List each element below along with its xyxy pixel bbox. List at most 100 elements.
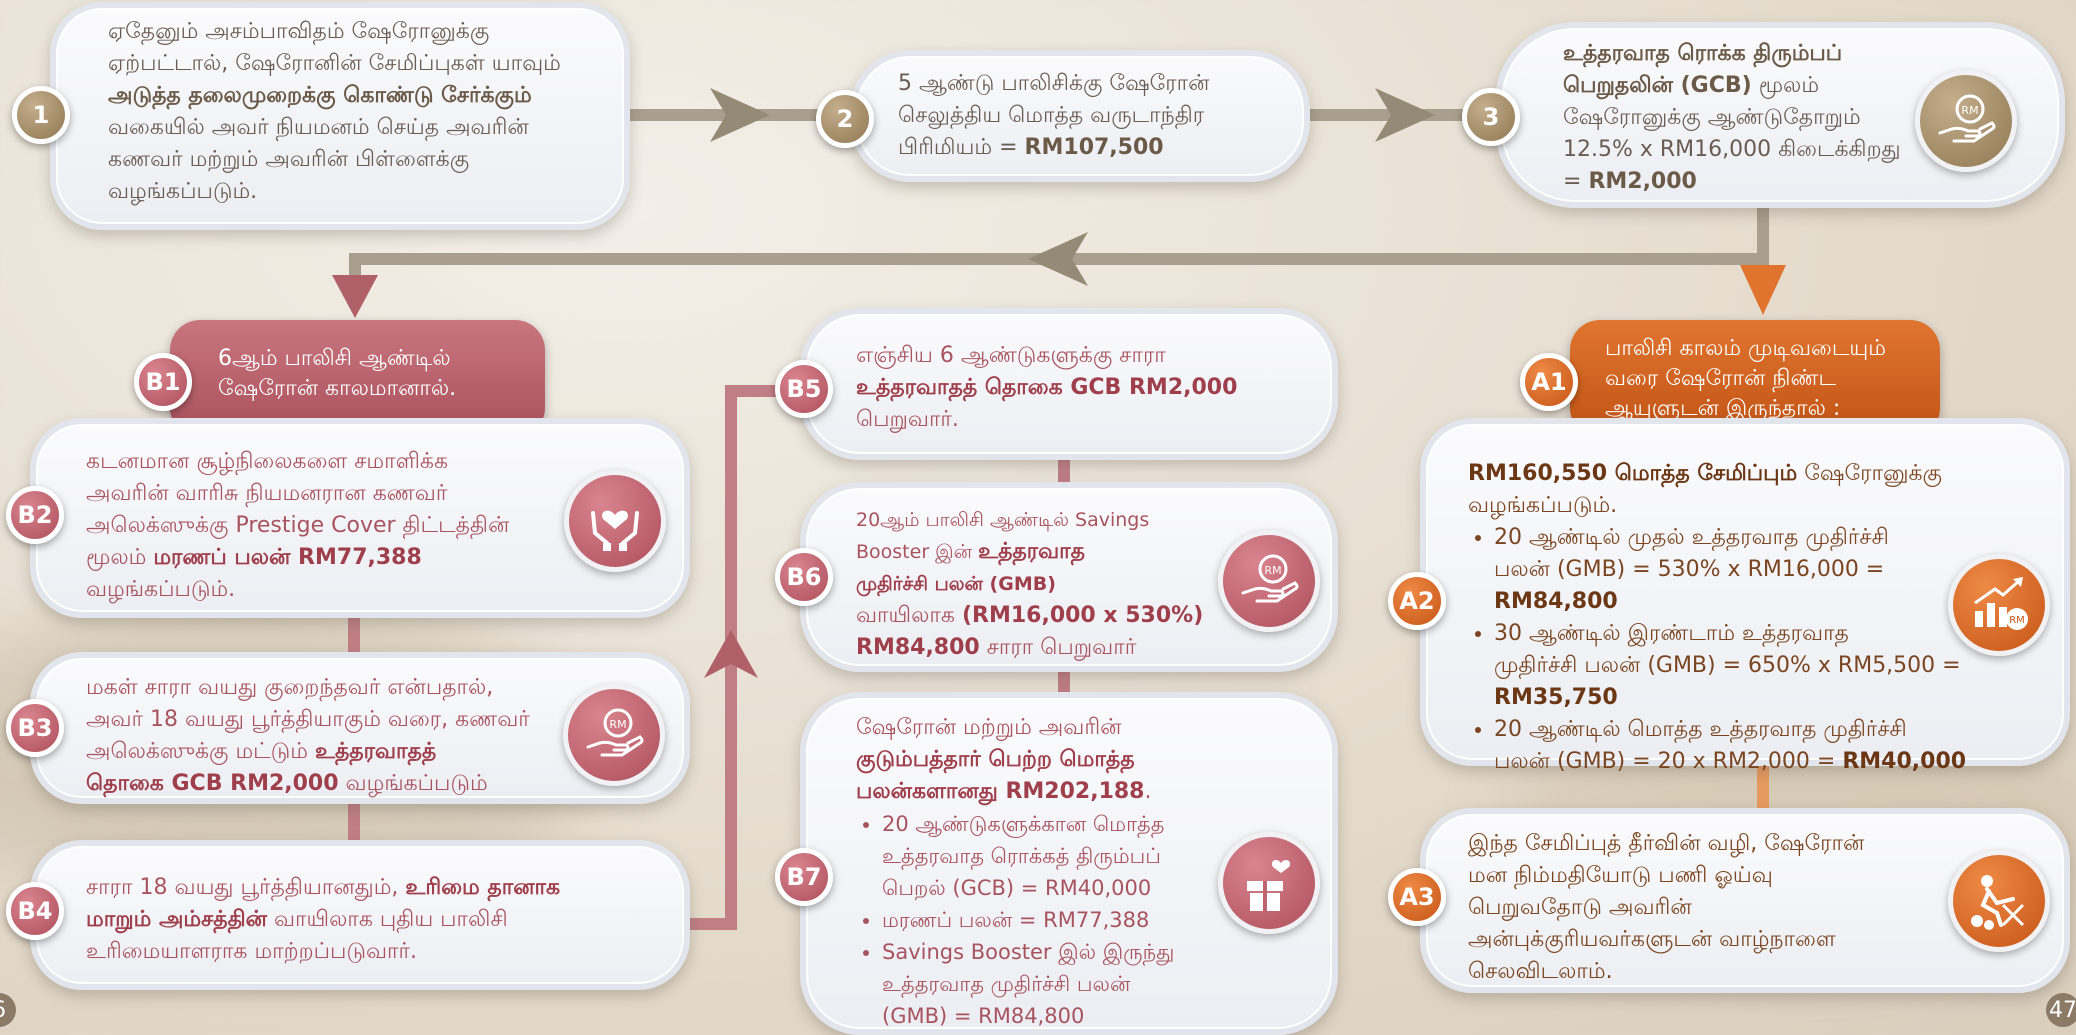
a3-line: செலவிடலாம். [1468, 959, 1613, 984]
b6-line: வாயிலாக [856, 603, 962, 628]
step1-line: வழங்கப்படும். [108, 179, 258, 204]
b4-line: வாயிலாக புதிய பாலிசி [266, 907, 508, 932]
heart-hands-icon [564, 470, 666, 572]
b4-highlight: மாறும் அம்சத்தின் [86, 907, 267, 932]
a1-line: ஆயுளுடன் இருந்தால் : [1605, 396, 1841, 421]
a2-item: 20 ஆண்டில் மொத்த உத்தரவாத முதிர்ச்சிபலன்… [1494, 714, 1988, 778]
b3-line: வழங்கப்படும் [338, 771, 488, 796]
a3-badge: A3 [1388, 868, 1446, 926]
page-number-right: 47 [2046, 993, 2076, 1027]
arrow-left [1028, 232, 1088, 286]
b5-line: பெறுவார். [856, 407, 959, 432]
step3-highlight: உத்தரவாத ரொக்க திரும்பப் [1563, 41, 1843, 66]
arrow-right-2 [1375, 88, 1435, 142]
step3-line: ஷேரோனுக்கு ஆண்டுதோறும் [1563, 105, 1861, 130]
b6-line: Booster இன் [856, 541, 979, 563]
step2-card: 5 ஆண்டு பாலிசிக்கு ஷேரோன் செலுத்திய மொத்… [850, 50, 1310, 182]
a2-line: வழங்கப்படும். [1468, 493, 1618, 518]
step1-line: ஏதேனும் அசம்பாவிதம் ஷேரோனுக்கு [108, 19, 490, 44]
death-benefit: மரணப் பலன் RM77,388 [153, 545, 422, 570]
b6-highlight: முதிர்ச்சி பலன் (GMB) [856, 573, 1056, 595]
step3-line: 12.5% x RM16,000 கிடைக்கிறது [1563, 137, 1901, 162]
b3-highlight: தொகை GCB RM2,000 [86, 771, 339, 796]
hand-coin-icon: RM [1915, 70, 2017, 172]
arrow-right-1 [710, 88, 770, 142]
a3-line: அன்புக்குரியவர்களுடன் வாழ்நாளை [1468, 927, 1836, 952]
b2-line: மூலம் [86, 545, 154, 570]
b5-line: எஞ்சிய 6 ஆண்டுகளுக்கு சாரா [856, 343, 1166, 368]
hand-coin-icon: RM [563, 684, 665, 786]
hand-coin-icon: RM [1218, 530, 1320, 632]
b6-line: 20ஆம் பாலிசி ஆண்டில் Savings [856, 509, 1150, 531]
b5-card: எஞ்சிய 6 ஆண்டுகளுக்கு சாரா உத்தரவாதத் தொ… [800, 308, 1338, 460]
b6-card: 20ஆம் பாலிசி ஆண்டில் Savings Booster இன்… [800, 482, 1338, 672]
step1-card: ஏதேனும் அசம்பாவிதம் ஷேரோனுக்கு ஏற்பட்டால… [50, 2, 630, 230]
a3-line: மன நிம்மதியோடு பணி ஓய்வு [1468, 863, 1773, 888]
b7-item: 20 ஆண்டுகளுக்கான மொத்தஉத்தரவாத ரொக்கத் த… [882, 808, 1226, 904]
b2-line: அவரின் வாரிசு நியமனரான கணவர் [86, 481, 448, 506]
b4-line: உரிமையாளராக மாற்றப்படுவார். [86, 939, 418, 964]
a3-line: இந்த சேமிப்புத் தீர்வின் வழி, ஷேரோன் [1468, 831, 1865, 856]
b7-item: Savings Booster இல் இருந்துஉத்தரவாத முதி… [882, 936, 1226, 1032]
a2-item: 30 ஆண்டில் இரண்டாம் உத்தரவாதமுதிர்ச்சி ப… [1494, 618, 1988, 714]
arrow-up [704, 630, 758, 678]
b4-badge: B4 [6, 882, 64, 940]
step2-line: பிரிமியம் = [898, 135, 1025, 160]
b7-highlight: பலன்களானது RM202,188 [856, 779, 1145, 804]
arrow-down-a1 [1740, 265, 1786, 315]
b2-line: கடனமான சூழ்நிலைகளை சமாளிக்க [86, 449, 449, 474]
a3-line: பெறுவதோடு அவரின் [1468, 895, 1692, 920]
page-number-left: 6 [0, 993, 16, 1027]
b3-highlight: உத்தரவாதத் [315, 739, 437, 764]
b7-line: . [1144, 779, 1152, 804]
b1-line: 6ஆம் பாலிசி ஆண்டில் [218, 346, 451, 371]
b3-line: மகள் சாரா வயது குறைந்தவர் என்பதால், [86, 675, 494, 700]
b4-card: சாரா 18 வயது பூர்த்தியானதும், உரிமை தானா… [30, 840, 690, 990]
svg-text:RM: RM [1264, 564, 1281, 577]
b7-item: மரணப் பலன் = RM77,388 [882, 904, 1226, 936]
b4-highlight: உரிமை தானாக [405, 875, 561, 900]
b6-badge: B6 [775, 548, 833, 606]
step1-line: ஏற்பட்டால், ஷேரோனின் சேமிப்புகள் யாவும் [108, 51, 561, 76]
b1-badge: B1 [134, 353, 192, 411]
a1-line: வரை ஷேரோன் நிண்ட [1605, 366, 1836, 391]
b3-line: அலெக்ஸுக்கு மட்டும் [86, 739, 316, 764]
step2-badge: 2 [816, 90, 874, 148]
a1-badge: A1 [1520, 353, 1578, 411]
b6-line: சாரா பெறுவார் [979, 635, 1137, 660]
b6-highlight: உத்தரவாத [978, 539, 1085, 564]
svg-text:RM: RM [1961, 104, 1978, 117]
svg-text:RM: RM [2009, 615, 2025, 626]
premium-total: RM107,500 [1024, 135, 1164, 160]
a2-highlight: RM160,550 மொத்த சேமிப்பும் [1468, 461, 1798, 486]
step2-line: செலுத்திய மொத்த வருடாந்திர [898, 103, 1205, 128]
step3-line: = [1563, 169, 1589, 194]
b4-line: சாரா 18 வயது பூர்த்தியானதும், [86, 875, 406, 900]
step1-highlight: அடுத்த தலைமுறைக்கு கொண்டு சேர்க்கும் [108, 83, 532, 108]
b7-badge: B7 [775, 848, 833, 906]
step1-line: கணவர் மற்றும் அவரின் பிள்ளைக்கு [108, 147, 470, 172]
step3-line: மூலம் [1751, 73, 1820, 98]
b7-highlight: குடும்பத்தார் பெற்ற மொத்த [856, 747, 1135, 772]
b2-line: வழங்கப்படும். [86, 577, 236, 602]
step1-line: வகையில் அவர் நியமனம் செய்த அவரின் [108, 115, 529, 140]
step3-highlight: பெறுதலின் (GCB) [1563, 73, 1752, 98]
b7-line: ஷேரோன் மற்றும் அவரின் [856, 715, 1122, 740]
svg-text:RM: RM [609, 718, 626, 731]
step1-badge: 1 [12, 86, 70, 144]
b2-line: அலெக்ஸுக்கு Prestige Cover திட்டத்தின் [86, 513, 510, 538]
gift-heart-icon [1218, 832, 1320, 934]
step2-line: 5 ஆண்டு பாலிசிக்கு ஷேரோன் [898, 71, 1210, 96]
b5-badge: B5 [775, 360, 833, 418]
b3-badge: B3 [6, 699, 64, 757]
b2-badge: B2 [6, 486, 64, 544]
b6-highlight: (RM16,000 x 530%) [961, 603, 1204, 628]
gmb-amount: RM84,800 [856, 635, 980, 660]
b3-line: அவர் 18 வயது பூர்த்தியாகும் வரை, கணவர் [86, 707, 530, 732]
b2-card: கடனமான சூழ்நிலைகளை சமாளிக்க அவரின் வாரிச… [30, 418, 690, 618]
chart-growth-icon: RM [1948, 554, 2050, 656]
b1-line: ஷேரோன் காலமானால். [218, 376, 457, 401]
relax-icon [1948, 850, 2050, 952]
step3-badge: 3 [1462, 88, 1520, 146]
